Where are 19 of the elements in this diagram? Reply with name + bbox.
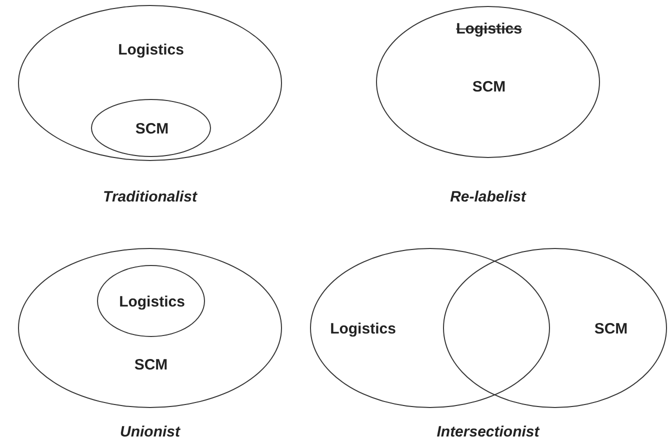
ellipse xyxy=(376,6,600,158)
ellipse xyxy=(18,5,282,161)
ellipse xyxy=(443,248,667,408)
caption: Unionist xyxy=(120,424,180,440)
set-label: SCM xyxy=(594,320,628,338)
caption: Traditionalist xyxy=(103,188,197,206)
struck-label: Logistics xyxy=(456,20,522,38)
ellipse xyxy=(310,248,550,408)
set-label: SCM xyxy=(134,356,168,374)
caption: Re-labelist xyxy=(450,188,526,206)
ellipse xyxy=(91,99,211,157)
ellipse xyxy=(97,265,205,337)
set-label: Logistics xyxy=(330,320,396,338)
set-label: SCM xyxy=(472,78,506,96)
caption: Intersectionist xyxy=(436,424,540,440)
ellipse xyxy=(18,248,282,408)
set-label: Logistics xyxy=(119,294,185,310)
set-label: Logistics xyxy=(118,42,184,58)
set-label: SCM xyxy=(135,120,169,138)
